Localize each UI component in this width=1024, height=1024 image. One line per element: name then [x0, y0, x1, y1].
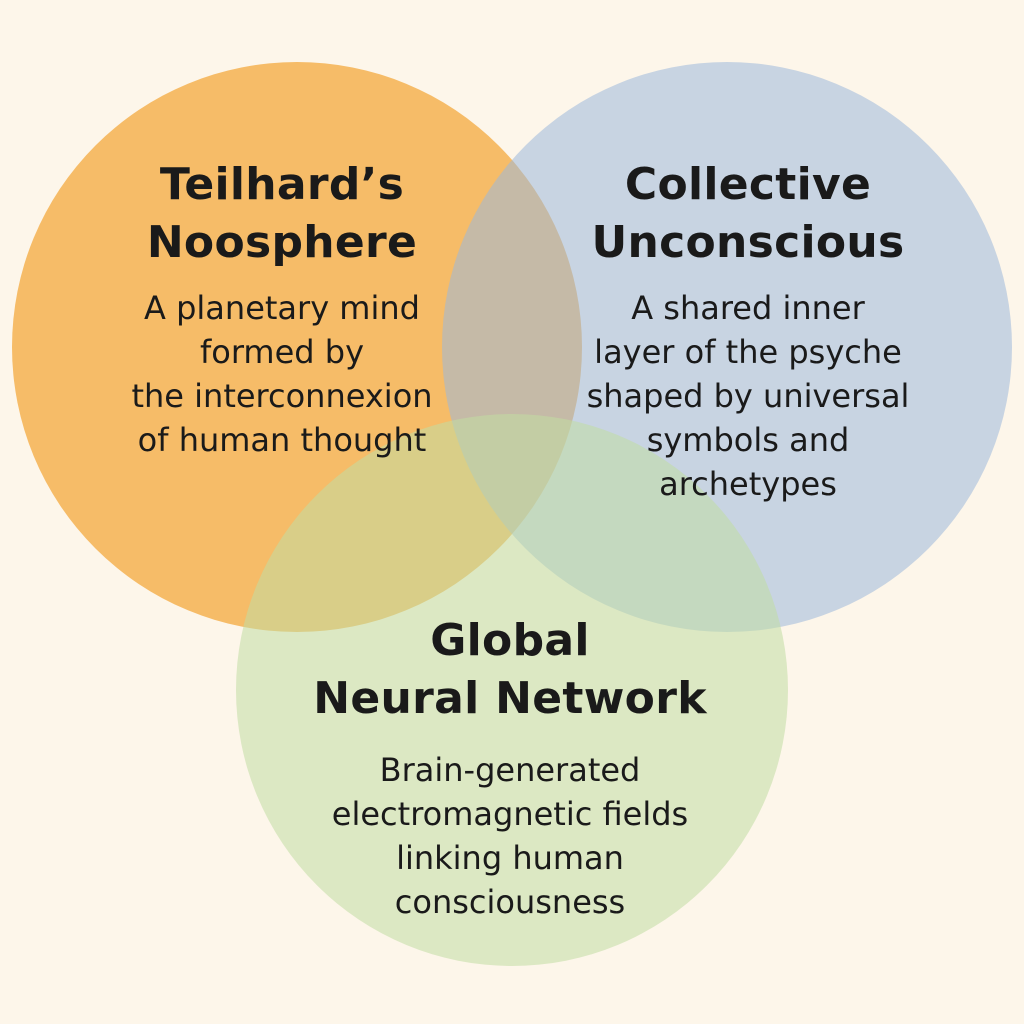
title-collective-unconscious: Collective Unconscious — [548, 156, 948, 272]
label-noosphere: Teilhard’s Noosphere A planetary mind fo… — [87, 156, 477, 462]
title-line: Teilhard’s — [159, 159, 405, 210]
desc-line: symbols and — [646, 421, 850, 459]
title-noosphere: Teilhard’s Noosphere — [87, 156, 477, 272]
desc-line: layer of the psyche — [594, 333, 902, 371]
title-line: Unconscious — [591, 217, 905, 268]
description-noosphere: A planetary mind formed by the interconn… — [87, 286, 477, 462]
title-line: Global — [430, 615, 590, 666]
title-global-neural-network: Global Neural Network — [280, 612, 740, 728]
desc-line: electromagnetic fields — [331, 795, 689, 833]
desc-line: formed by — [199, 333, 365, 371]
desc-line: A shared inner — [631, 289, 865, 327]
desc-line: Brain-generated — [379, 751, 641, 789]
desc-line: linking human — [396, 839, 624, 877]
desc-line: archetypes — [659, 465, 837, 503]
label-global-neural-network: Global Neural Network Brain-generated el… — [280, 612, 740, 924]
desc-line: of human thought — [137, 421, 427, 459]
title-line: Collective — [624, 159, 872, 210]
desc-line: shaped by universal — [586, 377, 910, 415]
description-collective-unconscious: A shared inner layer of the psyche shape… — [548, 286, 948, 506]
circle-global-neural-network — [236, 414, 788, 966]
description-global-neural-network: Brain-generated electromagnetic fields l… — [280, 748, 740, 924]
title-line: Neural Network — [313, 673, 707, 724]
title-line: Noosphere — [146, 217, 418, 268]
desc-line: the interconnexion — [131, 377, 433, 415]
label-collective-unconscious: Collective Unconscious A shared inner la… — [548, 156, 948, 506]
desc-line: A planetary mind — [144, 289, 420, 327]
desc-line: consciousness — [394, 883, 626, 921]
